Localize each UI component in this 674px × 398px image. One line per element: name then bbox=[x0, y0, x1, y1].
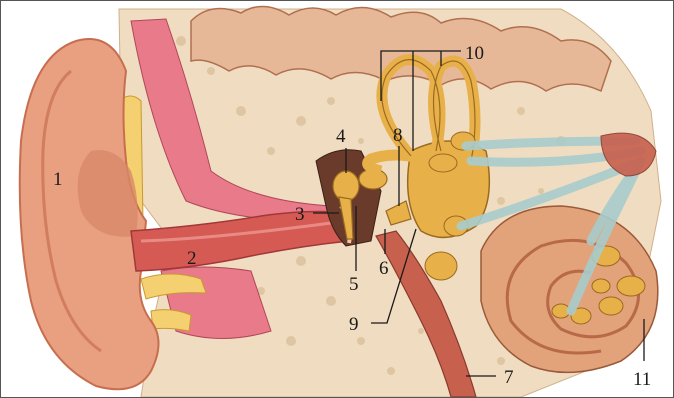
label-4: 4 bbox=[336, 126, 346, 147]
label-11: 11 bbox=[633, 369, 651, 390]
label-2: 2 bbox=[187, 248, 197, 269]
label-9: 9 bbox=[349, 314, 359, 335]
malleus bbox=[333, 171, 359, 201]
label-8: 8 bbox=[393, 125, 403, 146]
label-3: 3 bbox=[295, 204, 305, 225]
label-10: 10 bbox=[465, 43, 484, 64]
label-7: 7 bbox=[504, 367, 514, 388]
label-6: 6 bbox=[379, 258, 389, 279]
label-1: 1 bbox=[53, 169, 63, 190]
label-5: 5 bbox=[349, 274, 359, 295]
